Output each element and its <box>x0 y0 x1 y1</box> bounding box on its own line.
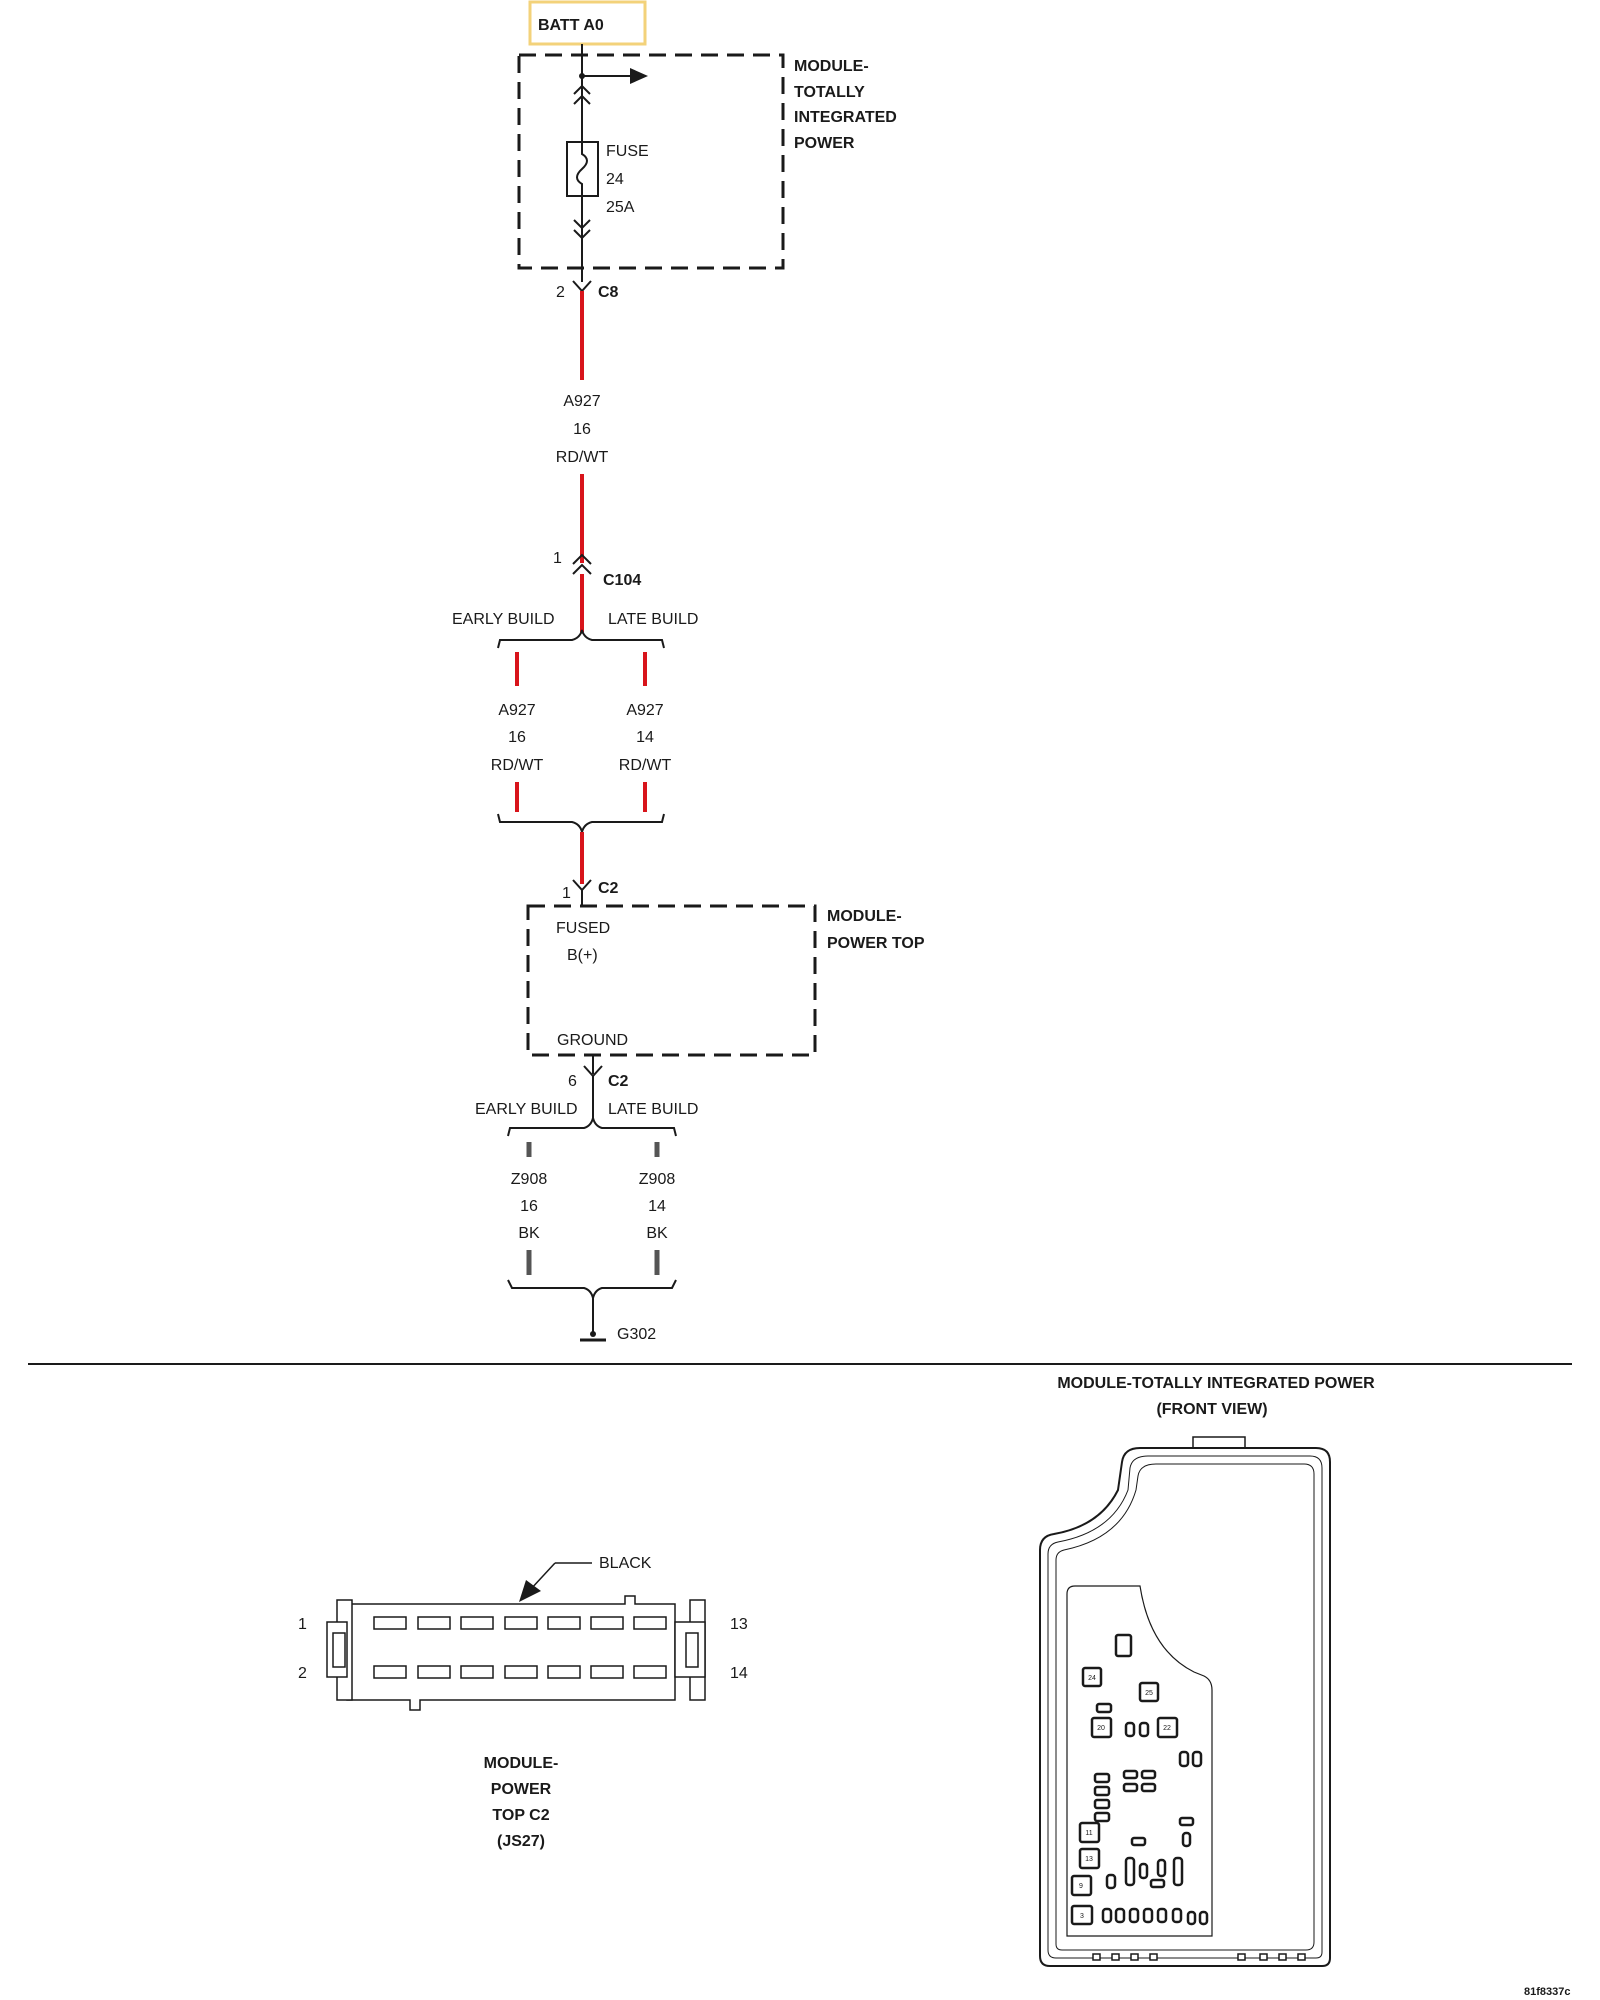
connector-pin-2: 2 <box>298 1665 307 1682</box>
svg-text:POWER: POWER <box>491 1781 552 1798</box>
svg-text:24: 24 <box>606 171 624 188</box>
svg-text:A927: A927 <box>498 702 535 719</box>
svg-text:Z908: Z908 <box>511 1171 548 1188</box>
color-pointer-diag <box>529 1562 556 1591</box>
c2-output-connector-name: C2 <box>608 1073 629 1090</box>
svg-text:MODULE-: MODULE- <box>794 58 869 75</box>
svg-text:16: 16 <box>508 729 526 746</box>
build-join-bracket-lower <box>507 1279 677 1299</box>
svg-text:16: 16 <box>520 1198 538 1215</box>
power-top-module-box <box>526 904 817 1057</box>
ground-label: GROUND <box>557 1032 628 1049</box>
tipm-bottom-tabs <box>1092 1953 1306 1961</box>
tipm-fuse-slots <box>1070 1633 1209 1926</box>
fused-bplus-label: FUSED B(+) <box>556 920 610 964</box>
svg-text:22: 22 <box>1163 1725 1171 1732</box>
svg-text:3: 3 <box>1080 1913 1084 1920</box>
c2-input-pin-number: 1 <box>562 885 571 902</box>
tipm-slot-numbers: 24 25 20 22 11 13 9 3 <box>1079 1675 1171 1920</box>
connector-pin-13: 13 <box>730 1616 748 1633</box>
fuse-element-icon <box>576 142 588 196</box>
early-build-label-lower: EARLY BUILD <box>475 1101 578 1118</box>
late-build-label-lower: LATE BUILD <box>608 1101 698 1118</box>
svg-text:14: 14 <box>636 729 654 746</box>
build-split-bracket-lower <box>507 1117 677 1137</box>
svg-text:FUSED: FUSED <box>556 920 610 937</box>
tipm-module-box <box>517 53 785 270</box>
c104-connector-icon-2 <box>572 563 592 575</box>
connector-pin-1: 1 <box>298 1616 307 1633</box>
svg-text:POWER: POWER <box>794 135 855 152</box>
svg-text:B(+): B(+) <box>567 947 598 964</box>
svg-text:14: 14 <box>648 1198 666 1215</box>
figure-id: 81f8337c <box>1524 1986 1571 1998</box>
fuse-label: FUSE 24 25A <box>606 143 649 216</box>
c8-pin-number: 2 <box>556 284 565 301</box>
tipm-module-name: MODULE- TOTALLY INTEGRATED POWER <box>794 58 897 152</box>
tipm-housing <box>1039 1436 1331 1967</box>
svg-text:RD/WT: RD/WT <box>491 757 544 774</box>
batt-label-box <box>528 0 647 46</box>
svg-text:RD/WT: RD/WT <box>619 757 672 774</box>
svg-text:INTEGRATED: INTEGRATED <box>794 109 897 126</box>
svg-text:(FRONT VIEW): (FRONT VIEW) <box>1156 1401 1267 1418</box>
tipm-branch-arrow-icon <box>630 68 648 84</box>
wire-a927-label: A927 16 RD/WT <box>556 393 609 466</box>
svg-text:16: 16 <box>573 421 591 438</box>
svg-text:BK: BK <box>646 1225 668 1242</box>
ground-g302-label: G302 <box>617 1326 656 1343</box>
svg-text:11: 11 <box>1085 1830 1092 1837</box>
svg-text:25A: 25A <box>606 199 635 216</box>
early-build-label-upper: EARLY BUILD <box>452 611 555 628</box>
connector-pin-14: 14 <box>730 1665 748 1682</box>
svg-text:25: 25 <box>1145 1690 1153 1697</box>
connector-color-label: BLACK <box>599 1555 652 1572</box>
svg-text:A927: A927 <box>563 393 600 410</box>
late-build-label-upper: LATE BUILD <box>608 611 698 628</box>
c104-pin-number: 1 <box>553 550 562 567</box>
svg-text:FUSE: FUSE <box>606 143 649 160</box>
svg-text:RD/WT: RD/WT <box>556 449 609 466</box>
ground-wire-early-label: Z908 16 BK <box>511 1171 548 1242</box>
wire-early-label: A927 16 RD/WT <box>491 702 544 774</box>
tipm-connector-symbol-top2 <box>573 94 591 105</box>
svg-text:BK: BK <box>518 1225 540 1242</box>
c2-input-connector-name: C2 <box>598 880 619 897</box>
connector-c2-face <box>326 1595 706 1711</box>
c8-connector-icon <box>572 280 592 293</box>
svg-text:MODULE-: MODULE- <box>484 1755 559 1772</box>
c8-connector-name: C8 <box>598 284 619 301</box>
build-join-bracket-upper <box>497 813 665 833</box>
tipm-connector-symbol-bottom <box>573 219 591 230</box>
connector-caption: MODULE- POWER TOP C2 (JS27) <box>484 1755 559 1850</box>
svg-text:POWER TOP: POWER TOP <box>827 935 925 952</box>
tipm-connector-symbol-bottom2 <box>573 229 591 240</box>
c104-connector-icon <box>572 553 592 565</box>
color-pointer-arrow-icon <box>519 1580 541 1602</box>
svg-text:(JS27): (JS27) <box>497 1833 545 1850</box>
power-top-module-name: MODULE- POWER TOP <box>827 908 925 952</box>
build-split-bracket-upper <box>497 629 665 649</box>
tipm-view-title: MODULE-TOTALLY INTEGRATED POWER (FRONT V… <box>1057 1375 1375 1418</box>
ground-wire-late-label: Z908 14 BK <box>639 1171 676 1242</box>
c2-output-pin-number: 6 <box>568 1073 577 1090</box>
svg-text:MODULE-TOTALLY INTEGRATED POWE: MODULE-TOTALLY INTEGRATED POWER <box>1057 1375 1375 1392</box>
batt-label: BATT A0 <box>538 17 604 34</box>
svg-text:TOP C2: TOP C2 <box>492 1807 549 1824</box>
c104-connector-name: C104 <box>603 572 641 589</box>
svg-text:9: 9 <box>1079 1883 1083 1890</box>
wire-late-label: A927 14 RD/WT <box>619 702 672 774</box>
svg-text:MODULE-: MODULE- <box>827 908 902 925</box>
svg-text:TOTALLY: TOTALLY <box>794 84 865 101</box>
svg-text:24: 24 <box>1088 1675 1096 1682</box>
svg-text:20: 20 <box>1097 1725 1105 1732</box>
connector-c2-cavities <box>373 1616 667 1679</box>
svg-text:Z908: Z908 <box>639 1171 676 1188</box>
svg-text:A927: A927 <box>626 702 663 719</box>
ground-splice-dot <box>590 1331 596 1337</box>
tipm-connector-symbol-top <box>573 84 591 95</box>
svg-text:13: 13 <box>1085 1856 1093 1863</box>
